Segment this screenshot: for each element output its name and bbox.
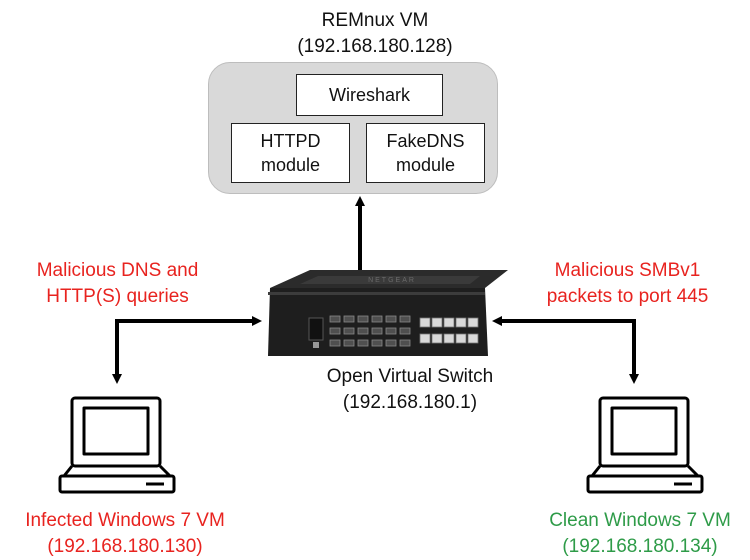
- httpd-module: HTTPD module: [231, 123, 350, 183]
- left-annotation-line1: Malicious DNS and: [36, 260, 199, 281]
- httpd-label-line1: HTTPD: [260, 131, 321, 151]
- switch-ip: (192.168.180.1): [342, 392, 478, 413]
- remnux-title: REMnux VM: [321, 10, 429, 31]
- switch-name: Open Virtual Switch: [326, 366, 494, 387]
- infected-vm-name: Infected Windows 7 VM: [25, 510, 225, 531]
- httpd-label-line2: module: [260, 155, 321, 175]
- fakedns-module: FakeDNS module: [366, 123, 485, 183]
- infected-vm-ip: (192.168.180.130): [47, 536, 203, 557]
- left-annotation-line2: HTTP(S) queries: [46, 286, 189, 307]
- wireshark-label: Wireshark: [328, 85, 410, 105]
- remnux-ip: (192.168.180.128): [297, 36, 453, 57]
- clean-vm-name: Clean Windows 7 VM: [549, 510, 731, 531]
- infected-switch-connector: [112, 316, 262, 384]
- right-annotation-line2: packets to port 445: [546, 286, 709, 307]
- right-annotation-line1: Malicious SMBv1: [554, 260, 701, 281]
- switch-brand-text: NETGEAR: [368, 277, 416, 284]
- infected-computer-icon: [58, 396, 176, 494]
- clean-vm-ip: (192.168.180.134): [562, 536, 718, 557]
- clean-switch-connector: [492, 316, 639, 384]
- fakedns-label-line2: module: [395, 155, 456, 175]
- clean-computer-icon: [586, 396, 704, 494]
- fakedns-label-line1: FakeDNS: [386, 131, 465, 151]
- wireshark-module: Wireshark: [296, 74, 443, 116]
- network-switch-icon: NETGEAR: [268, 270, 508, 356]
